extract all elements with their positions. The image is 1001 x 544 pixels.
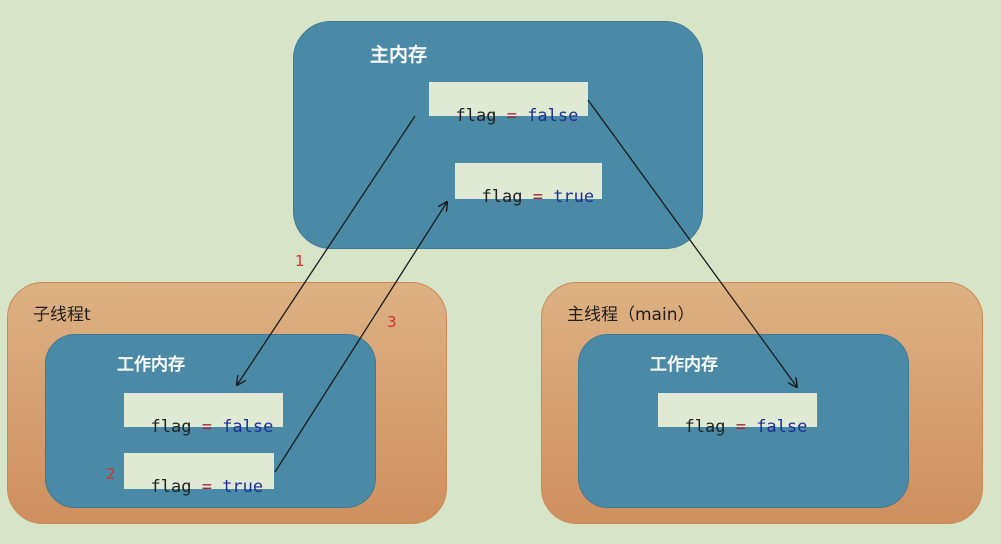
thread-t-flag-false: flag = false [124, 393, 283, 437]
step-2-label: 2 [106, 465, 116, 483]
thread-main-title: 主线程（main） [567, 305, 695, 325]
assign-op: = [532, 187, 543, 207]
main-memory-title: 主内存 [370, 44, 428, 66]
var-name: flag [455, 106, 497, 126]
var-name: flag [150, 477, 192, 497]
var-value: false [527, 106, 579, 126]
assign-op: = [735, 417, 746, 437]
thread-t-title: 子线程t [33, 305, 91, 325]
thread-main-flag-false: flag = false [658, 393, 817, 437]
main-flag-true: flag = true [455, 163, 602, 207]
assign-op: = [201, 477, 212, 497]
var-value: false [222, 417, 274, 437]
step-1-label: 1 [295, 252, 305, 270]
arrow-main-read [587, 99, 797, 387]
main-memory-box [293, 21, 703, 249]
var-value: false [756, 417, 808, 437]
arrow-step-3 [274, 202, 447, 473]
thread-t-flag-true: flag = true [124, 453, 274, 497]
assign-op: = [506, 106, 517, 126]
var-name: flag [684, 417, 726, 437]
arrow-step-1 [237, 115, 416, 385]
step-3-label: 3 [387, 313, 397, 331]
var-value: true [222, 477, 264, 497]
var-name: flag [150, 417, 192, 437]
var-name: flag [481, 187, 523, 207]
thread-main-work-title: 工作内存 [650, 355, 718, 375]
main-flag-false: flag = false [429, 82, 588, 126]
assign-op: = [201, 417, 212, 437]
var-value: true [553, 187, 595, 207]
thread-t-work-title: 工作内存 [117, 355, 185, 375]
